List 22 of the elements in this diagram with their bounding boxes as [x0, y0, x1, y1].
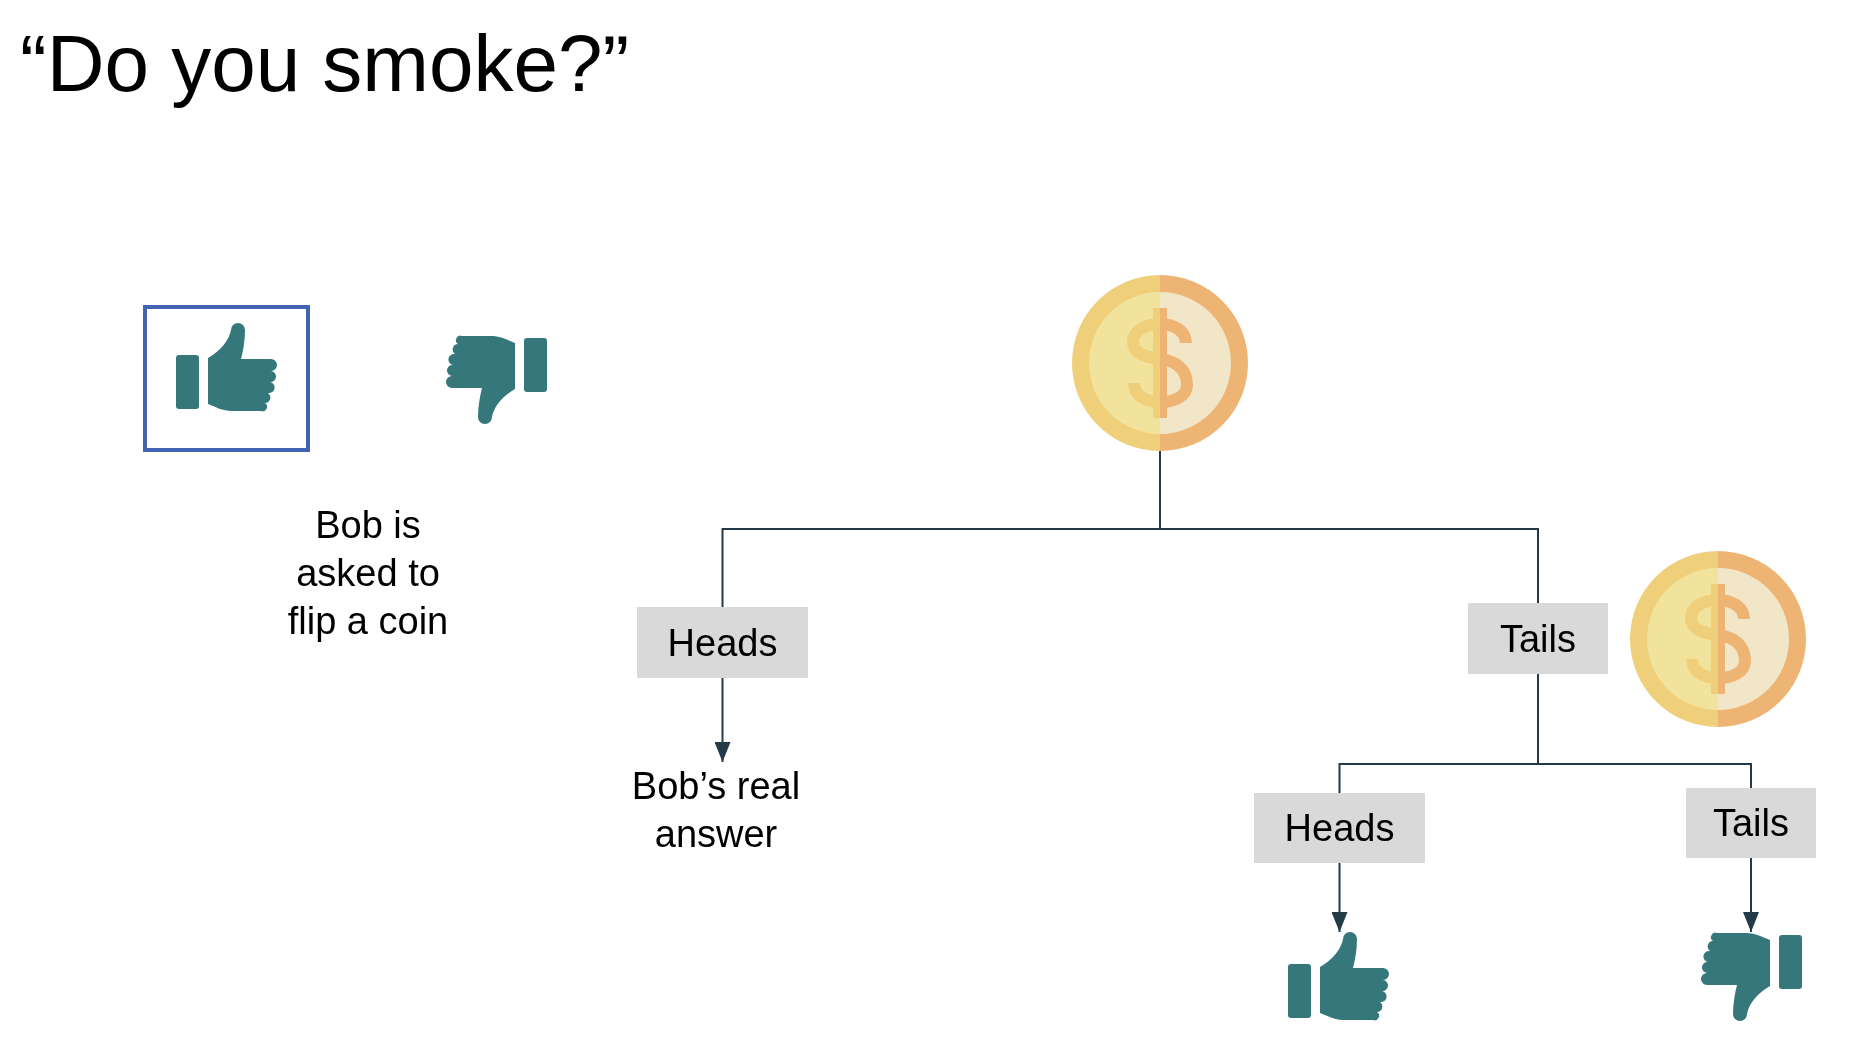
- answer-text: Bob’s real answer: [621, 762, 811, 858]
- highlight-frame: [143, 305, 310, 452]
- outcome-box: Heads: [1254, 793, 1425, 863]
- connector-line: [1338, 763, 1539, 794]
- outcome-box: Tails: [1468, 603, 1608, 674]
- outcome-box: Heads: [637, 607, 808, 678]
- thumbs-down-icon: [445, 335, 547, 424]
- connector-line: [1537, 673, 1539, 765]
- thumbs-up-icon: [176, 323, 278, 412]
- connector-line: [1159, 528, 1539, 604]
- connector-line: [721, 528, 1161, 608]
- thumbs-down-icon: [1700, 932, 1802, 1021]
- dollar-coin-icon: [1630, 551, 1806, 727]
- arrow: [1743, 857, 1759, 933]
- arrow: [714, 677, 731, 763]
- connector-line: [1159, 450, 1161, 530]
- outcome-box: Tails: [1686, 788, 1816, 858]
- thumbs-up-icon: [1288, 932, 1390, 1021]
- arrow: [1331, 862, 1348, 933]
- instruction-text: Bob is asked to flip a coin: [286, 503, 450, 644]
- connector-line: [1537, 763, 1752, 789]
- dollar-coin-icon: [1072, 275, 1248, 451]
